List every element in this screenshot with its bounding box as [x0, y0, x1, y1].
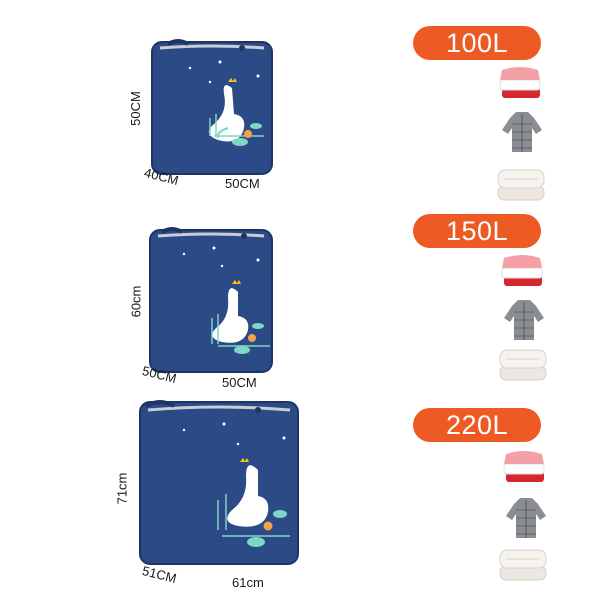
storage-bag-icon	[149, 227, 273, 373]
quilt-icon	[496, 344, 550, 384]
quilt-icon	[494, 164, 548, 204]
storage-bag-220l	[138, 398, 302, 568]
puffer-jacket-icon	[502, 494, 550, 542]
bag-220l-height-label: 71cm	[114, 472, 130, 505]
bag-100l-height-label: 50CM	[127, 91, 143, 126]
capacity-badge-100l: 100L	[413, 26, 541, 60]
bag-100l-width-label: 50CM	[225, 176, 260, 191]
storage-bag-150l	[148, 226, 276, 376]
capacity-badge-220l: 220L	[413, 408, 541, 442]
bag-150l-width-label: 50CM	[222, 375, 257, 390]
storage-bag-icon	[139, 400, 299, 565]
quilt-icon	[496, 544, 550, 584]
puffer-jacket-icon	[498, 108, 546, 156]
folded-clothes-icon	[498, 450, 550, 486]
capacity-badge-150l: 150L	[413, 214, 541, 248]
folded-clothes-icon	[496, 254, 548, 290]
puffer-jacket-icon	[500, 296, 548, 344]
storage-bag-icon	[151, 39, 273, 175]
bag-220l-width-label: 61cm	[232, 575, 264, 590]
folded-clothes-icon	[494, 66, 546, 102]
storage-bag-100l	[150, 38, 276, 178]
bag-150l-height-label: 60cm	[128, 285, 144, 318]
